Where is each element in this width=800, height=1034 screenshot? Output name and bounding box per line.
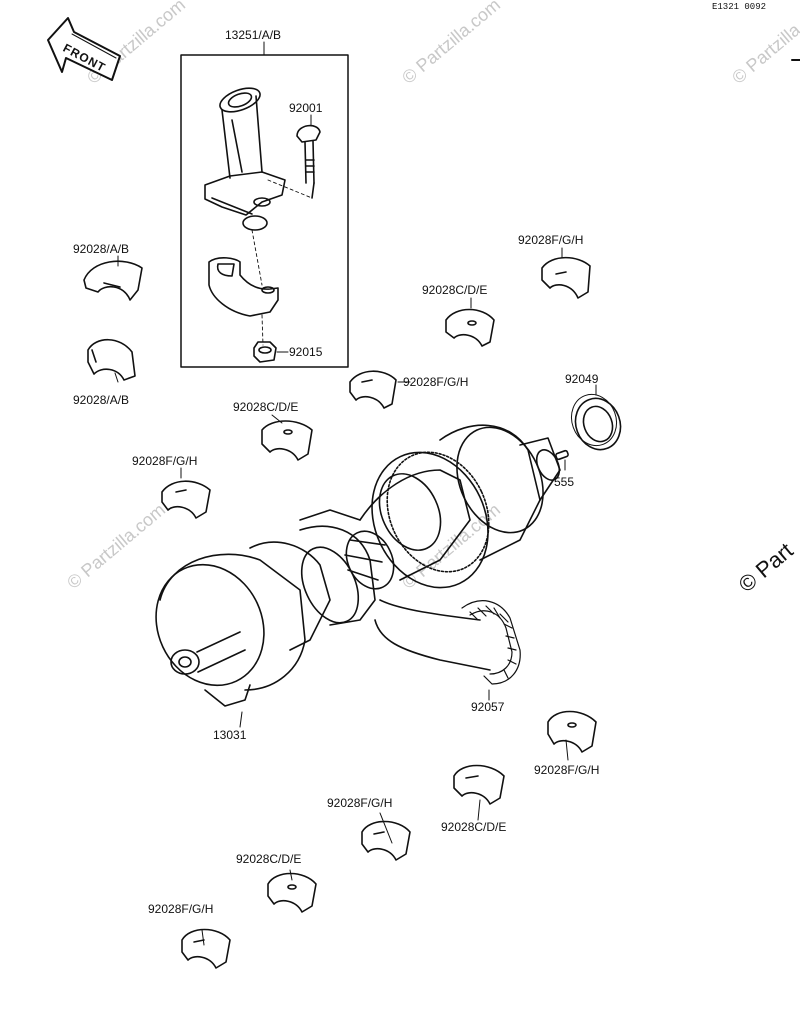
bearing-shell bbox=[161, 480, 211, 519]
bearing-shell bbox=[87, 338, 136, 381]
label-chain: 92057 bbox=[471, 700, 505, 714]
pin-555 bbox=[555, 449, 569, 461]
label-bearing: 92028F/G/H bbox=[327, 796, 393, 810]
bearing-shell bbox=[361, 820, 411, 861]
conrod bbox=[204, 87, 286, 231]
label-conrod: 13251/A/B bbox=[225, 28, 282, 42]
label-crankshaft: 13031 bbox=[213, 728, 247, 742]
drawing-code: E1321 0092 bbox=[712, 2, 767, 12]
conrod-cap bbox=[208, 257, 279, 317]
bearing-shell bbox=[349, 370, 397, 409]
bearing-shell bbox=[547, 710, 597, 753]
conrod-box bbox=[180, 54, 349, 368]
label-bearing: 92028C/D/E bbox=[441, 820, 507, 834]
bearing-shell bbox=[181, 928, 231, 969]
label-bearing: 92028F/G/H bbox=[132, 454, 198, 468]
bearing-shell bbox=[83, 260, 143, 301]
label-pin: 555 bbox=[554, 475, 575, 489]
label-bearing: 92028F/G/H bbox=[518, 233, 584, 247]
label-bearing: 92028F/G/H bbox=[403, 375, 469, 389]
bearing-shell bbox=[261, 420, 313, 461]
front-arrow-icon bbox=[47, 17, 121, 81]
crankshaft bbox=[155, 424, 561, 707]
label-bearing: 92028C/D/E bbox=[233, 400, 299, 414]
label-oil-seal: 92049 bbox=[565, 372, 599, 386]
bolt-92001 bbox=[296, 124, 321, 199]
bearing-shell bbox=[267, 872, 317, 913]
label-bearing: 92028C/D/E bbox=[236, 852, 302, 866]
label-bearing: 92028C/D/E bbox=[422, 283, 488, 297]
label-bearing: 92028F/G/H bbox=[148, 902, 214, 916]
bearing-shell bbox=[541, 256, 591, 299]
label-bearing: 92028F/G/H bbox=[534, 763, 600, 777]
nut-92015 bbox=[253, 341, 277, 363]
label-nut: 92015 bbox=[289, 345, 323, 359]
chain-92057 bbox=[461, 600, 521, 685]
label-bearing: 92028/A/B bbox=[73, 393, 130, 407]
oil-seal-92049 bbox=[570, 393, 622, 451]
label-bearing: 92028/A/B bbox=[73, 242, 130, 256]
bearing-shell bbox=[445, 308, 495, 347]
label-bolt: 92001 bbox=[289, 101, 323, 115]
bearing-shell bbox=[453, 764, 505, 805]
